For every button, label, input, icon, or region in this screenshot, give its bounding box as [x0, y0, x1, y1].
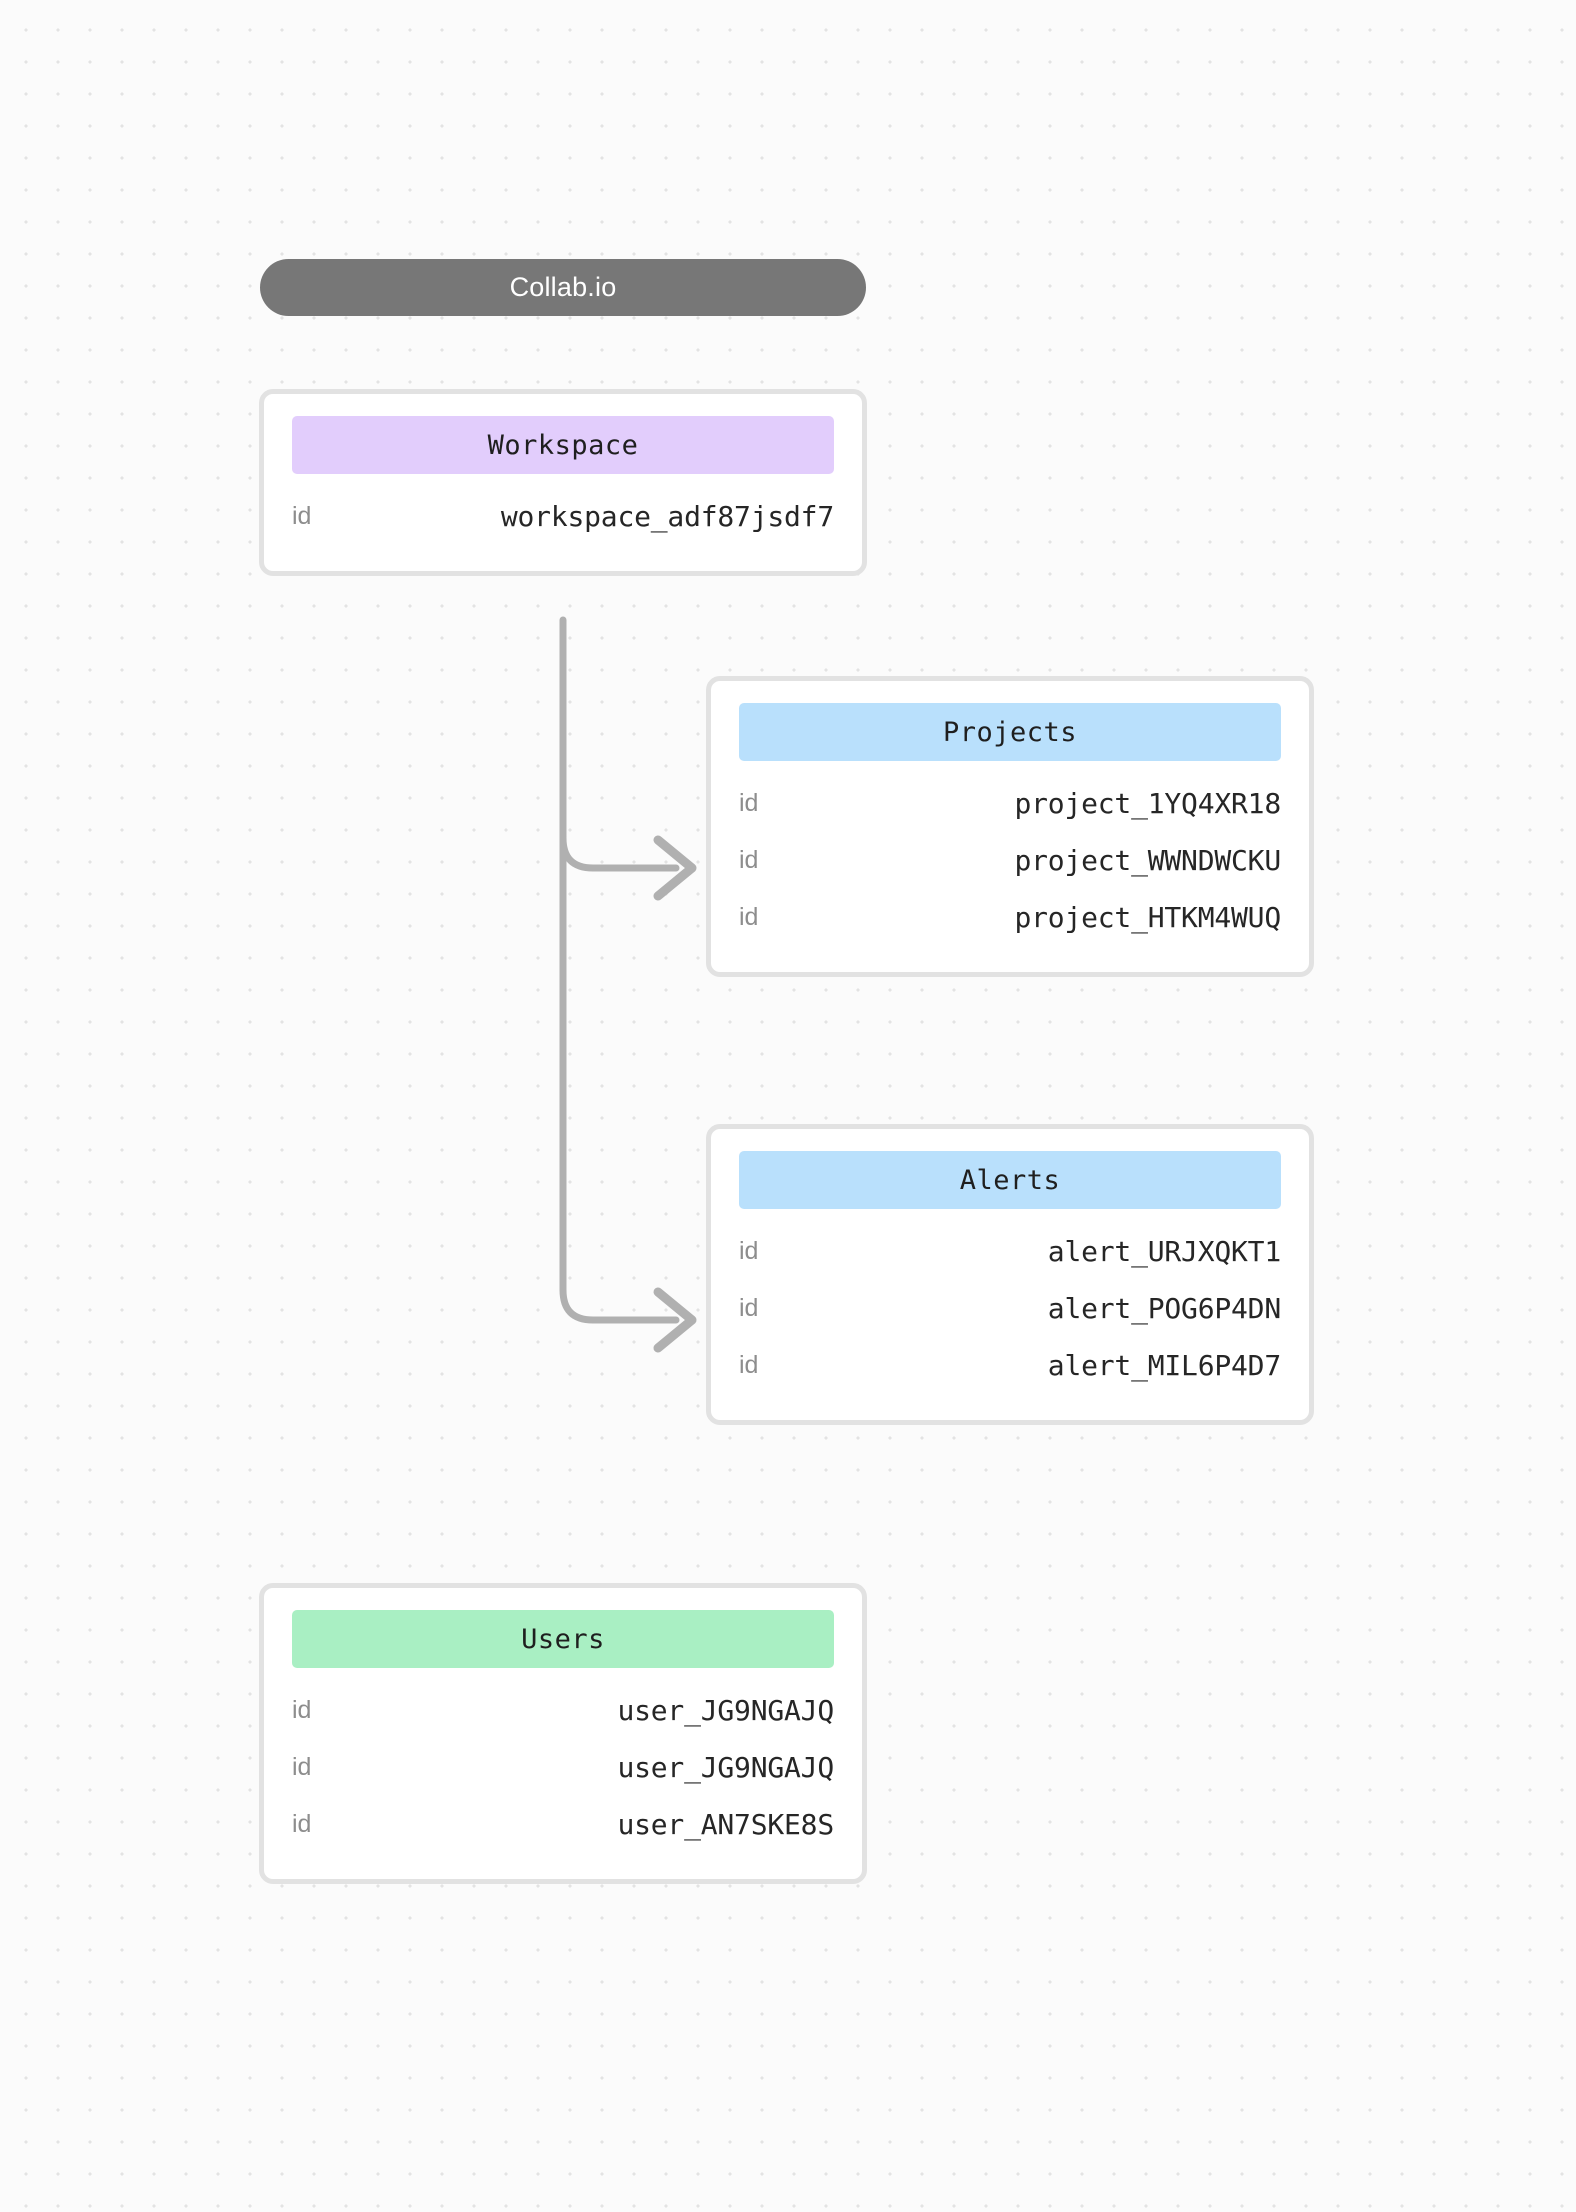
- table-row[interactable]: id alert_MIL6P4D7: [739, 1337, 1281, 1394]
- table-row[interactable]: id user_JG9NGAJQ: [292, 1739, 834, 1796]
- row-value: alert_MIL6P4D7: [1047, 1349, 1281, 1382]
- row-value: user_JG9NGAJQ: [617, 1751, 834, 1784]
- row-key: id: [739, 903, 759, 931]
- row-value: alert_POG6P4DN: [1047, 1292, 1281, 1325]
- entity-card-workspace[interactable]: Workspace id workspace_adf87jsdf7: [259, 389, 867, 576]
- row-value: user_AN7SKE8S: [617, 1808, 834, 1841]
- row-key: id: [292, 1810, 312, 1838]
- row-key: id: [292, 1753, 312, 1781]
- row-key: id: [739, 1237, 759, 1265]
- table-row[interactable]: id user_JG9NGAJQ: [292, 1682, 834, 1739]
- row-key: id: [739, 789, 759, 817]
- table-row[interactable]: id user_AN7SKE8S: [292, 1796, 834, 1853]
- entity-header-users: Users: [292, 1610, 834, 1668]
- table-row[interactable]: id project_1YQ4XR18: [739, 775, 1281, 832]
- row-value: user_JG9NGAJQ: [617, 1694, 834, 1727]
- entity-card-projects[interactable]: Projects id project_1YQ4XR18 id project_…: [706, 676, 1314, 977]
- entity-card-users[interactable]: Users id user_JG9NGAJQ id user_JG9NGAJQ …: [259, 1583, 867, 1884]
- table-row[interactable]: id alert_URJXQKT1: [739, 1223, 1281, 1280]
- row-value: workspace_adf87jsdf7: [500, 500, 834, 533]
- entity-rows-projects: id project_1YQ4XR18 id project_WWNDWCKU …: [739, 775, 1281, 946]
- row-key: id: [292, 1696, 312, 1724]
- entity-card-alerts[interactable]: Alerts id alert_URJXQKT1 id alert_POG6P4…: [706, 1124, 1314, 1425]
- row-value: project_WWNDWCKU: [1014, 844, 1281, 877]
- row-value: project_HTKM4WUQ: [1014, 901, 1281, 934]
- entity-rows-workspace: id workspace_adf87jsdf7: [292, 488, 834, 545]
- table-row[interactable]: id project_HTKM4WUQ: [739, 889, 1281, 946]
- entity-header-alerts: Alerts: [739, 1151, 1281, 1209]
- entity-header-projects: Projects: [739, 703, 1281, 761]
- row-key: id: [292, 502, 312, 530]
- row-key: id: [739, 1294, 759, 1322]
- entity-rows-users: id user_JG9NGAJQ id user_JG9NGAJQ id use…: [292, 1682, 834, 1853]
- connector-workspace-alerts: [559, 834, 680, 1324]
- entity-rows-alerts: id alert_URJXQKT1 id alert_POG6P4DN id a…: [739, 1223, 1281, 1394]
- arrowhead-projects-icon: [653, 835, 697, 901]
- connector-workspace-projects: [559, 616, 680, 872]
- row-value: project_1YQ4XR18: [1014, 787, 1281, 820]
- row-key: id: [739, 1351, 759, 1379]
- diagram-title: Collab.io: [260, 259, 866, 316]
- table-row[interactable]: id alert_POG6P4DN: [739, 1280, 1281, 1337]
- entity-header-workspace: Workspace: [292, 416, 834, 474]
- row-value: alert_URJXQKT1: [1047, 1235, 1281, 1268]
- table-row[interactable]: id workspace_adf87jsdf7: [292, 488, 834, 545]
- row-key: id: [739, 846, 759, 874]
- arrowhead-alerts-icon: [653, 1287, 697, 1353]
- table-row[interactable]: id project_WWNDWCKU: [739, 832, 1281, 889]
